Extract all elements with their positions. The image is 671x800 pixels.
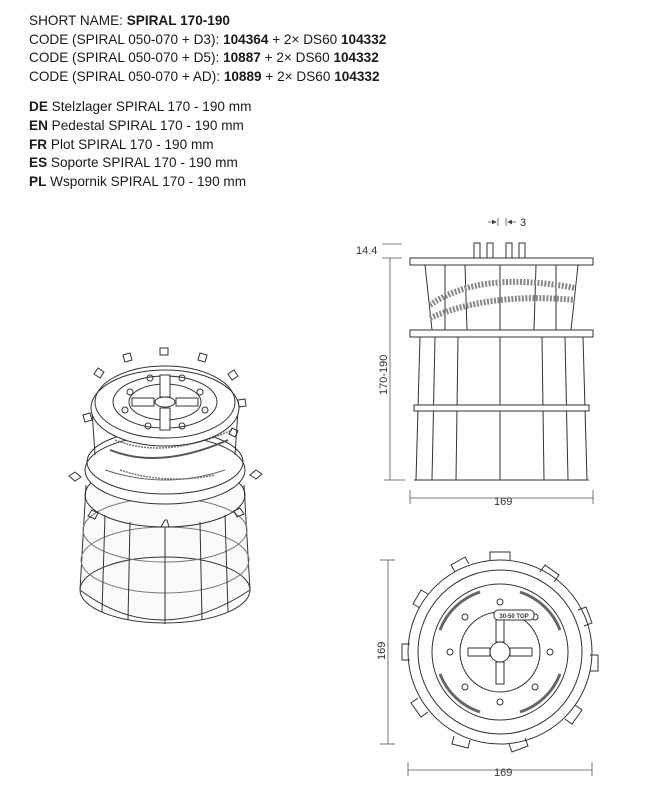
code-line: CODE (SPIRAL 050-070 + AD): 10889 + 2× D… xyxy=(29,68,380,84)
side-view-dimensions xyxy=(382,218,594,504)
code-line: CODE (SPIRAL 050-070 + D5): 10887 + 2× D… xyxy=(29,50,379,66)
translation-fr: FR Plot SPIRAL 170 - 190 mm xyxy=(29,136,214,152)
dim-side-width: 169 xyxy=(494,496,512,508)
translation-de: DE Stelzlager SPIRAL 170 - 190 mm xyxy=(29,99,252,115)
top-view-dimensions xyxy=(380,559,593,776)
top-view xyxy=(401,551,599,753)
dim-side-height: 170-190 xyxy=(378,355,390,395)
dim-top-width: 169 xyxy=(494,767,512,779)
translation-es: ES Soporte SPIRAL 170 - 190 mm xyxy=(29,155,238,171)
spec-block: SHORT NAME: SPIRAL 170-190 CODE (SPIRAL … xyxy=(29,12,386,191)
dim-top-gap: 14.4 xyxy=(356,245,377,257)
top-view-label: 30-50 TOP xyxy=(499,614,528,620)
translation-pl: PL Wspornik SPIRAL 170 - 190 mm xyxy=(29,173,247,189)
isometric-view xyxy=(68,347,263,624)
translation-en: EN Pedestal SPIRAL 170 - 190 mm xyxy=(29,117,244,133)
short-name-line: SHORT NAME: SPIRAL 170-190 xyxy=(29,13,230,28)
dim-tab-width: 3 xyxy=(520,217,526,229)
side-view xyxy=(409,242,594,481)
short-name-value: SPIRAL 170-190 xyxy=(126,13,230,28)
code-line: CODE (SPIRAL 050-070 + D3): 104364 + 2× … xyxy=(29,31,387,47)
dim-top-height: 169 xyxy=(376,642,388,660)
